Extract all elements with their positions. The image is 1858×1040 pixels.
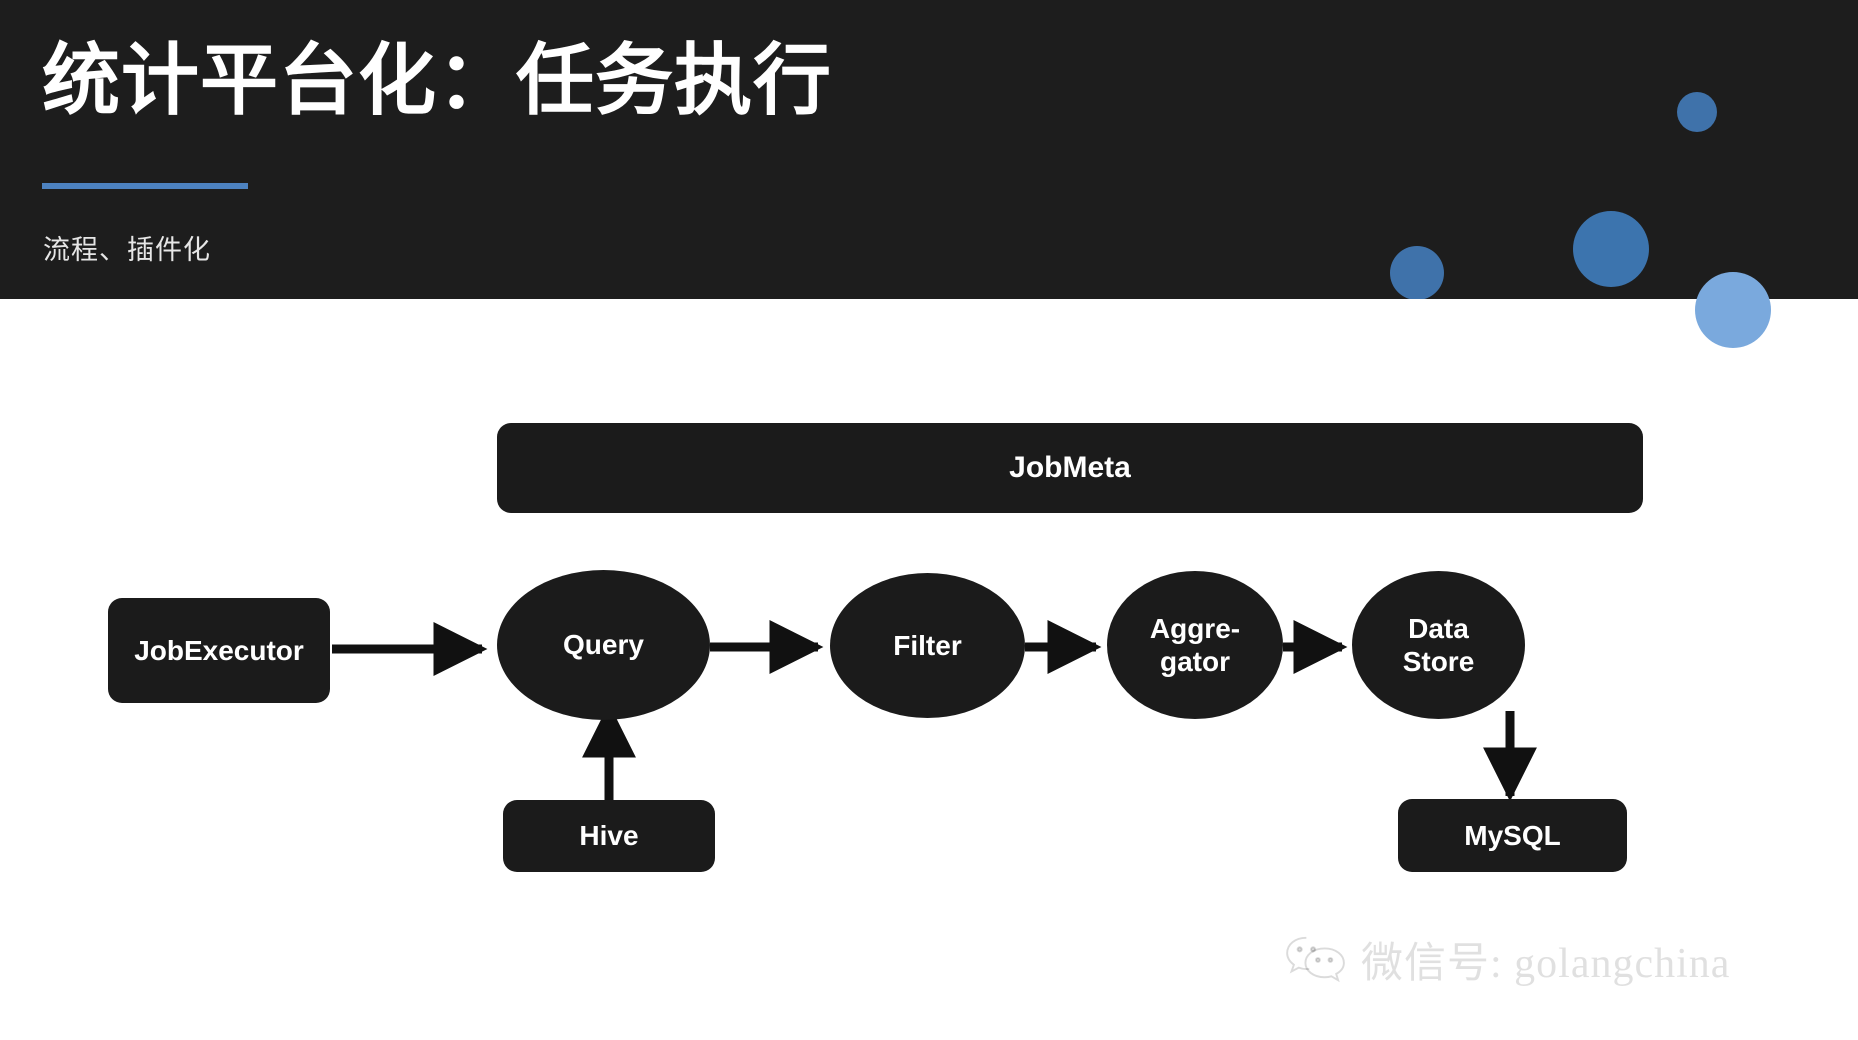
decor-circle-small-top — [1677, 92, 1717, 132]
decor-circle-light-bottom — [1695, 272, 1771, 348]
node-aggregator-label: Aggre- gator — [1149, 612, 1241, 677]
node-hive-label: Hive — [579, 820, 639, 852]
node-datastore-label: Data Store — [1402, 612, 1475, 677]
watermark-text: 微信号: golangchina — [1361, 940, 1731, 987]
node-mysql-label: MySQL — [1464, 819, 1561, 851]
node-aggregator[interactable]: Aggre- gator — [1107, 571, 1283, 719]
node-jobexecutor-label: JobExecutor — [134, 634, 304, 666]
node-datastore[interactable]: Data Store — [1352, 571, 1525, 719]
decor-circle-medium-left — [1390, 246, 1444, 299]
node-query-label: Query — [563, 629, 644, 661]
wechat-watermark: 微信号: golangchina — [1285, 928, 1730, 990]
page-title: 统计平台化：任务执行 — [42, 36, 833, 124]
page-subtitle: 流程、插件化 — [43, 235, 211, 265]
node-filter-label: Filter — [893, 629, 962, 661]
node-jobexecutor[interactable]: JobExecutor — [108, 598, 330, 703]
node-filter[interactable]: Filter — [830, 573, 1025, 718]
decor-circle-large — [1573, 211, 1649, 287]
node-jobmeta[interactable]: JobMeta — [497, 423, 1643, 513]
wechat-icon — [1285, 934, 1347, 984]
flow-diagram: JobMeta JobExecutor Query Filter Aggre- … — [0, 299, 1858, 1040]
node-jobmeta-label: JobMeta — [1009, 451, 1131, 485]
node-query[interactable]: Query — [497, 570, 710, 720]
slide-header: 统计平台化：任务执行 流程、插件化 — [0, 0, 1858, 299]
node-hive[interactable]: Hive — [503, 800, 715, 872]
node-mysql[interactable]: MySQL — [1398, 799, 1627, 872]
title-underline-rule — [42, 183, 248, 189]
